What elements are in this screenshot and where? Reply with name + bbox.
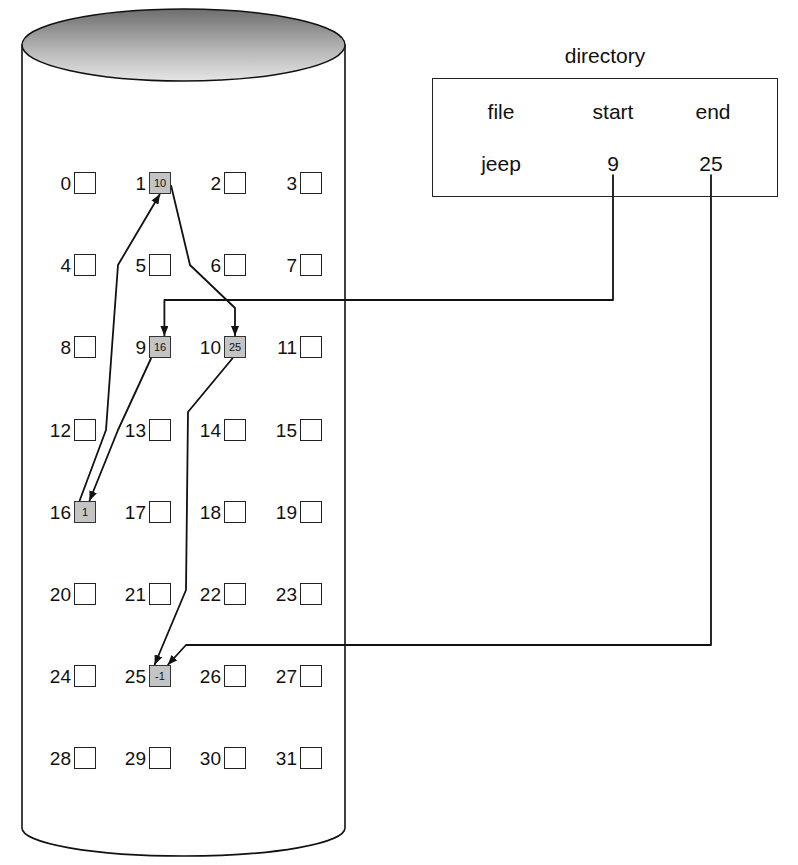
block-pointer: 1 <box>82 507 88 518</box>
free-disk-block: 23 <box>300 583 322 605</box>
block-number: 3 <box>286 174 297 193</box>
used-disk-block: 916 <box>149 336 171 358</box>
block-number: 26 <box>200 667 221 686</box>
directory-table: directory925filestartendjeep <box>432 78 778 197</box>
free-disk-block: 5 <box>149 254 171 276</box>
free-disk-block: 15 <box>300 419 322 441</box>
used-disk-block: 161 <box>74 501 96 523</box>
block-number: 8 <box>60 338 71 357</box>
free-disk-block: 22 <box>224 583 246 605</box>
free-disk-block: 7 <box>300 254 322 276</box>
free-disk-block: 27 <box>300 665 322 687</box>
directory-cell: 9 <box>604 152 622 175</box>
block-number: 7 <box>286 256 297 275</box>
free-disk-block: 4 <box>74 254 96 276</box>
free-disk-block: 8 <box>74 336 96 358</box>
link-pointer-arrow <box>168 175 711 666</box>
free-disk-block: 30 <box>224 747 246 769</box>
block-number: 12 <box>50 421 71 440</box>
block-number: 21 <box>125 585 146 604</box>
block-number: 17 <box>125 503 146 522</box>
block-number: 20 <box>50 585 71 604</box>
free-disk-block: 14 <box>224 419 246 441</box>
free-disk-block: 11 <box>300 336 322 358</box>
block-number: 1 <box>135 174 146 193</box>
block-number: 18 <box>200 503 221 522</box>
free-disk-block: 26 <box>224 665 246 687</box>
link-pointer-arrow <box>89 358 151 501</box>
free-disk-block: 18 <box>224 501 246 523</box>
block-number: 11 <box>277 338 297 357</box>
block-pointer: 25 <box>229 342 241 353</box>
block-number: 2 <box>210 174 221 193</box>
block-number: 5 <box>135 256 146 275</box>
free-disk-block: 24 <box>74 665 96 687</box>
block-number: 31 <box>276 749 297 768</box>
block-pointer: 16 <box>154 342 166 353</box>
block-number: 23 <box>276 585 297 604</box>
connector-group <box>80 175 711 666</box>
free-disk-block: 17 <box>149 501 171 523</box>
free-disk-block: 28 <box>74 747 96 769</box>
block-number: 19 <box>276 503 297 522</box>
free-disk-block: 29 <box>149 747 171 769</box>
block-number: 28 <box>50 749 71 768</box>
block-number: 4 <box>60 256 71 275</box>
used-disk-block: 1025 <box>224 336 246 358</box>
table-cell: start <box>593 101 634 122</box>
block-number: 24 <box>50 667 71 686</box>
used-disk-block: 110 <box>149 172 171 194</box>
block-number: 27 <box>276 667 297 686</box>
free-disk-block: 20 <box>74 583 96 605</box>
free-disk-block: 19 <box>300 501 322 523</box>
block-number: 30 <box>200 749 221 768</box>
block-number: 9 <box>135 338 146 357</box>
block-number: 16 <box>50 503 71 522</box>
used-disk-block: 25-1 <box>149 665 171 687</box>
block-number: 10 <box>200 338 221 357</box>
block-pointer: -1 <box>155 671 165 682</box>
cylinder-top <box>22 9 345 81</box>
directory-heading: directory <box>565 45 646 66</box>
free-disk-block: 12 <box>74 419 96 441</box>
table-cell: jeep <box>481 153 521 174</box>
block-number: 13 <box>125 421 146 440</box>
free-disk-block: 0 <box>74 172 96 194</box>
link-pointer-arrow <box>164 175 613 337</box>
block-pointer: 10 <box>154 178 166 189</box>
free-disk-block: 2 <box>224 172 246 194</box>
directory-entry: 9 <box>604 152 622 175</box>
block-number: 6 <box>210 256 221 275</box>
block-number: 15 <box>276 421 297 440</box>
block-number: 22 <box>200 585 221 604</box>
directory-cell: 25 <box>696 152 725 175</box>
table-cell: file <box>488 101 515 122</box>
block-number: 0 <box>60 174 71 193</box>
free-disk-block: 31 <box>300 747 322 769</box>
block-number: 14 <box>200 421 221 440</box>
table-cell: end <box>695 101 730 122</box>
directory-entry: 25 <box>696 152 725 175</box>
block-number: 25 <box>125 667 146 686</box>
block-number: 29 <box>125 749 146 768</box>
free-disk-block: 21 <box>149 583 171 605</box>
free-disk-block: 13 <box>149 419 171 441</box>
cylinder-body <box>22 45 345 856</box>
free-disk-block: 3 <box>300 172 322 194</box>
free-disk-block: 6 <box>224 254 246 276</box>
